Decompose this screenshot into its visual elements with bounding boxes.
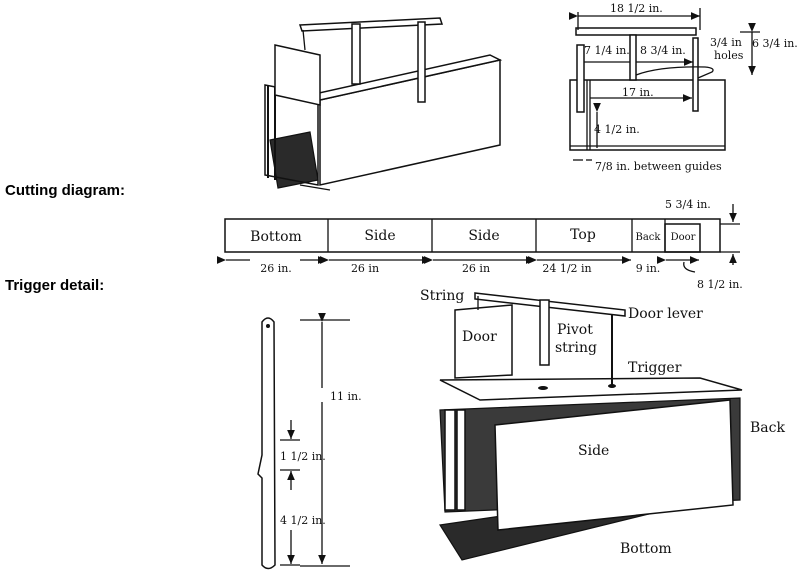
label-back: Back (750, 420, 785, 436)
length-door: 8 1/2 in. (697, 278, 743, 291)
dim-holes-2: holes (714, 49, 744, 62)
dim-holes-1: 3/4 in (710, 36, 742, 49)
length-back: 9 in. (636, 262, 661, 275)
assembled-trap-illustration (264, 17, 503, 191)
trigger-detail-heading: Trigger detail: (5, 277, 104, 294)
trigger-stick-detail: 11 in. 1 1/2 in. 4 1/2 in. (257, 312, 362, 570)
label-door-lever: Door lever (628, 306, 703, 322)
dim-guide-height: 4 1/2 in. (594, 123, 640, 136)
label-pivot-2: string (555, 340, 597, 356)
length-top: 24 1/2 in (542, 262, 591, 275)
piece-bottom: Bottom (250, 229, 302, 245)
length-side-1: 26 in (351, 262, 379, 275)
dim-overall-top: 18 1/2 in. (610, 2, 663, 15)
piece-side-1: Side (364, 228, 395, 244)
piece-side-2: Side (468, 228, 499, 244)
piece-door: Door (671, 232, 696, 243)
trigger-base: 4 1/2 in. (280, 514, 326, 527)
exploded-view: String Door Pivot string Door lever Trig… (420, 288, 785, 561)
cutting-diagram: Bottom Side Side Top Back Door 26 in. 26… (216, 198, 743, 291)
dim-span: 17 in. (622, 86, 654, 99)
trigger-notch: 1 1/2 in. (280, 450, 326, 463)
dim-guides: 7/8 in. between guides (595, 160, 722, 173)
cutting-width: 5 3/4 in. (665, 198, 711, 211)
dim-pivot-to-trigger: 8 3/4 in. (640, 44, 686, 57)
label-side: Side (578, 443, 609, 459)
trigger-length: 11 in. (330, 390, 362, 403)
label-bottom: Bottom (620, 541, 672, 557)
length-bottom: 26 in. (260, 262, 292, 275)
label-trigger: Trigger (628, 360, 682, 376)
label-pivot-1: Pivot (557, 322, 593, 338)
length-side-2: 26 in (462, 262, 490, 275)
dim-height: 6 3/4 in. (752, 37, 798, 50)
piece-back: Back (636, 232, 662, 243)
label-string: String (420, 288, 464, 304)
assembly-dimensions-drawing: 18 1/2 in. 7 1/4 in. 8 3/4 in. 3/4 in ho… (568, 2, 798, 173)
piece-top: Top (570, 227, 596, 243)
label-door: Door (462, 329, 497, 345)
dim-left-to-pivot: 7 1/4 in. (584, 44, 630, 57)
cutting-diagram-heading: Cutting diagram: (5, 182, 125, 199)
